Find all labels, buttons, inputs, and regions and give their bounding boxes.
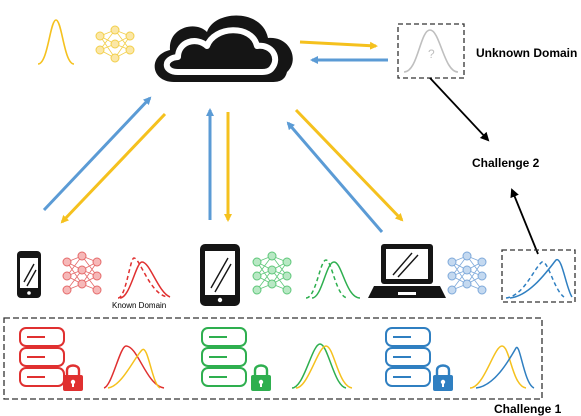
unknown-domain-box: ?	[397, 23, 465, 79]
distribution-curve-icon	[117, 257, 171, 299]
neural-network-icon	[447, 251, 487, 295]
distribution-curve-icon	[469, 345, 535, 389]
lock-icon	[251, 364, 271, 391]
arrow-cloud-to-phone	[60, 112, 167, 224]
unknown-domain-label: Unknown Domain	[476, 46, 578, 60]
arrow-phone-to-cloud	[42, 96, 152, 212]
distribution-curve-icon	[103, 345, 165, 389]
challenge-1-label: Challenge 1	[494, 402, 562, 416]
blue-domain-box	[501, 249, 576, 303]
arrow-cloud-to-unknown	[299, 40, 378, 50]
question-mark: ?	[428, 47, 435, 61]
database-icon	[19, 327, 65, 387]
tablet-icon	[200, 244, 240, 306]
neural-network-icon	[252, 251, 292, 295]
arrow-domain-to-challenge2	[510, 188, 539, 255]
distribution-curve-icon	[291, 343, 353, 389]
arrow-laptop-to-cloud	[286, 121, 384, 233]
distribution-curve-icon	[37, 19, 75, 65]
cloud-icon	[154, 15, 293, 82]
challenge-2-label: Challenge 2	[472, 156, 540, 170]
challenge1-box	[3, 317, 543, 400]
neural-network-icon	[62, 251, 102, 295]
known-domain-label: Known Domain	[112, 301, 166, 310]
arrow-cloud-to-laptop	[294, 108, 404, 222]
distribution-curve-icon	[403, 29, 459, 73]
lock-icon	[433, 364, 453, 391]
neural-network-icon	[95, 25, 135, 63]
distribution-curve-icon	[305, 259, 361, 299]
arrow-unknown-to-challenge2	[429, 77, 490, 142]
laptop-icon	[368, 244, 446, 298]
smartphone-icon	[17, 251, 41, 298]
database-icon	[385, 327, 431, 387]
database-icon	[201, 327, 247, 387]
lock-icon	[63, 364, 83, 391]
